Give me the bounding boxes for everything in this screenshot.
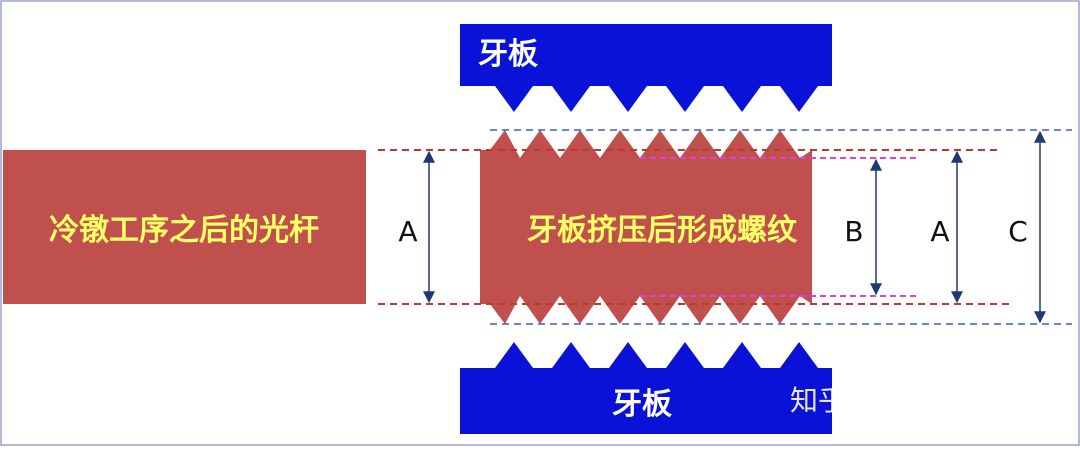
top-die-label: 牙板: [478, 37, 538, 72]
dimension-label-a-left: A: [398, 215, 417, 248]
dimension-label-c: C: [1008, 215, 1028, 248]
watermark-brand: 知乎: [790, 384, 846, 417]
bottom-die-label: 牙板: [612, 387, 672, 422]
bottom-die-shape: [460, 342, 832, 434]
watermark-handle: @华人螺丝网: [866, 387, 1022, 417]
dimension-label-b: B: [844, 215, 863, 248]
top-die-shape: [460, 24, 832, 112]
blank-rod-label: 冷镦工序之后的光杆: [49, 213, 319, 248]
blank-rod: [3, 150, 366, 304]
dimension-label-a-right: A: [930, 215, 949, 248]
rolled-thread-body: [480, 130, 812, 324]
rolled-thread-label: 牙板挤压后形成螺纹: [527, 213, 798, 248]
